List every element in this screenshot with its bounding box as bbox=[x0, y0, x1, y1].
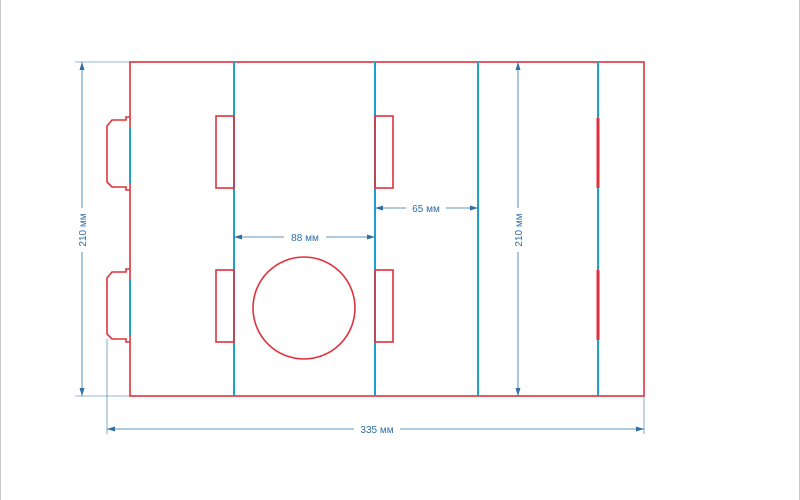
slot-left-bottom bbox=[215, 269, 235, 343]
dimension-label-center-panel: 88 мм bbox=[291, 233, 319, 244]
outer-cut-line bbox=[129, 61, 645, 397]
slot-right-bottom bbox=[374, 269, 394, 343]
left-tab-bottom bbox=[106, 268, 130, 343]
dimension-label-overall-width: 335 мм bbox=[360, 425, 393, 436]
left-tab-top bbox=[106, 116, 130, 191]
circle-cutout bbox=[252, 256, 356, 360]
dimension-label-height-right: 210 мм bbox=[514, 213, 525, 246]
dimension-label-height-left: 210 мм bbox=[78, 213, 89, 246]
dimension-label-right-panel: 65 мм bbox=[412, 204, 440, 215]
slot-right-top bbox=[374, 115, 394, 189]
slot-left-top bbox=[215, 115, 235, 189]
